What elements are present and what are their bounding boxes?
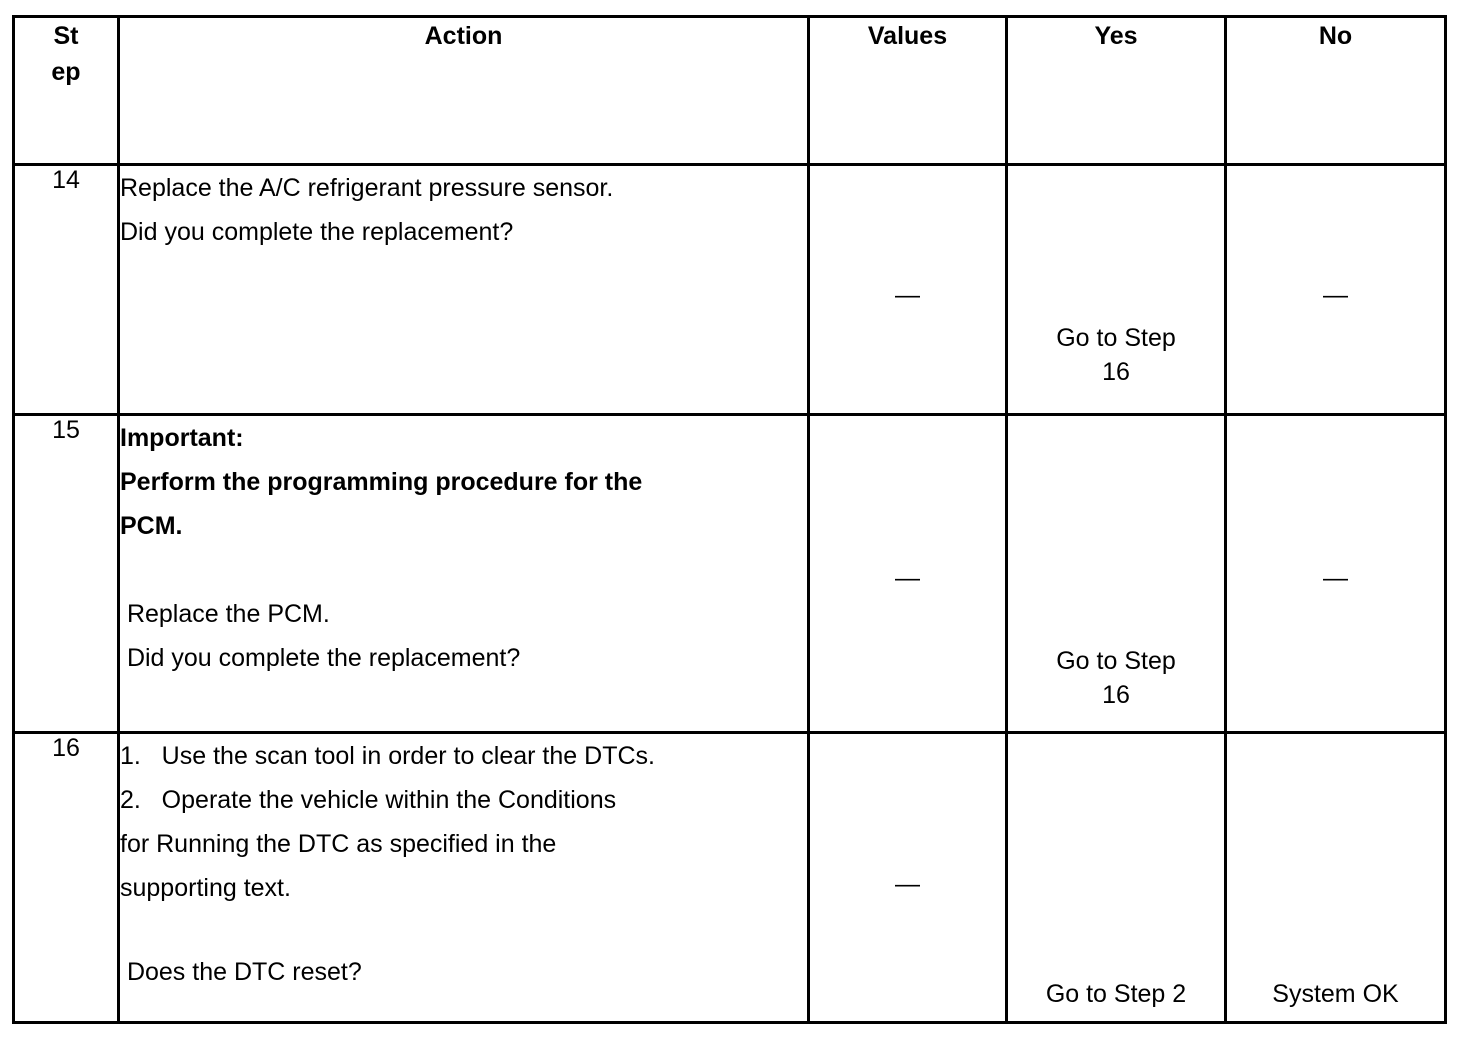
action-list-item: 2. Operate the vehicle within the Condit… — [120, 786, 617, 814]
action-line: Replace the PCM. — [120, 600, 330, 628]
table-header-row: St ep Action Values Yes No — [12, 15, 1447, 166]
column-header-step-line-2: ep — [51, 58, 81, 86]
no-cell: — — [1224, 413, 1447, 734]
table-row: 16 1. Use the scan tool in order to clea… — [12, 731, 1447, 1024]
values-cell: — — [807, 163, 1008, 416]
action-cell: Replace the A/C refrigerant pressure sen… — [117, 163, 810, 416]
action-list-item: 1. Use the scan tool in order to clear t… — [120, 742, 655, 770]
yes-action-line-2: 16 — [1102, 681, 1130, 709]
column-header-step-line-1: St — [53, 22, 79, 50]
action-line: Replace the A/C refrigerant pressure sen… — [120, 174, 614, 202]
action-line: for Running the DTC as specified in the — [120, 830, 557, 858]
paragraph-spacer — [120, 910, 807, 950]
action-line: supporting text. — [120, 874, 291, 902]
important-line: PCM. — [120, 512, 183, 540]
yes-action-line-2: 16 — [1102, 358, 1130, 386]
action-line: Did you complete the replacement? — [120, 218, 514, 246]
no-cell: — — [1224, 163, 1447, 416]
values-dash: — — [895, 870, 920, 898]
column-header-action: Action — [117, 15, 810, 166]
step-number: 15 — [12, 413, 120, 734]
important-label: Important: — [120, 424, 244, 452]
step-number: 14 — [12, 163, 120, 416]
no-dash: — — [1323, 564, 1348, 592]
action-cell: 1. Use the scan tool in order to clear t… — [117, 731, 810, 1024]
values-cell: — — [807, 731, 1008, 1024]
values-dash: — — [895, 281, 920, 309]
important-line: Perform the programming procedure for th… — [120, 468, 643, 496]
yes-action: Go to Step 16 — [1008, 321, 1224, 389]
yes-action: Go to Step 16 — [1008, 644, 1224, 712]
yes-cell: Go to Step 2 — [1005, 731, 1227, 1024]
no-cell: System OK — [1224, 731, 1447, 1024]
action-line: Did you complete the replacement? — [120, 644, 521, 672]
yes-action-line-1: Go to Step 2 — [1045, 980, 1187, 1008]
values-cell: — — [807, 413, 1008, 734]
table-row: 15 Important: Perform the programming pr… — [12, 413, 1447, 734]
yes-action-line-1: Go to Step — [1056, 647, 1176, 675]
yes-action-line-1: Go to Step — [1056, 324, 1176, 352]
values-dash: — — [895, 564, 920, 592]
action-question: Does the DTC reset? — [120, 958, 362, 986]
yes-cell: Go to Step 16 — [1005, 163, 1227, 416]
column-header-no: No — [1224, 15, 1447, 166]
no-dash: — — [1323, 281, 1348, 309]
column-header-step: St ep — [12, 15, 120, 166]
action-cell: Important: Perform the programming proce… — [117, 413, 810, 734]
step-number: 16 — [12, 731, 120, 1024]
table-row: 14 Replace the A/C refrigerant pressure … — [12, 163, 1447, 416]
column-header-values: Values — [807, 15, 1008, 166]
no-action-line-1: System OK — [1272, 980, 1399, 1008]
paragraph-spacer — [120, 548, 807, 592]
no-action: System OK — [1227, 977, 1444, 1011]
diagnostic-procedure-table: St ep Action Values Yes No 14 Replace th… — [12, 15, 1447, 1024]
yes-cell: Go to Step 16 — [1005, 413, 1227, 734]
yes-action: Go to Step 2 — [1008, 977, 1224, 1011]
column-header-yes: Yes — [1005, 15, 1227, 166]
